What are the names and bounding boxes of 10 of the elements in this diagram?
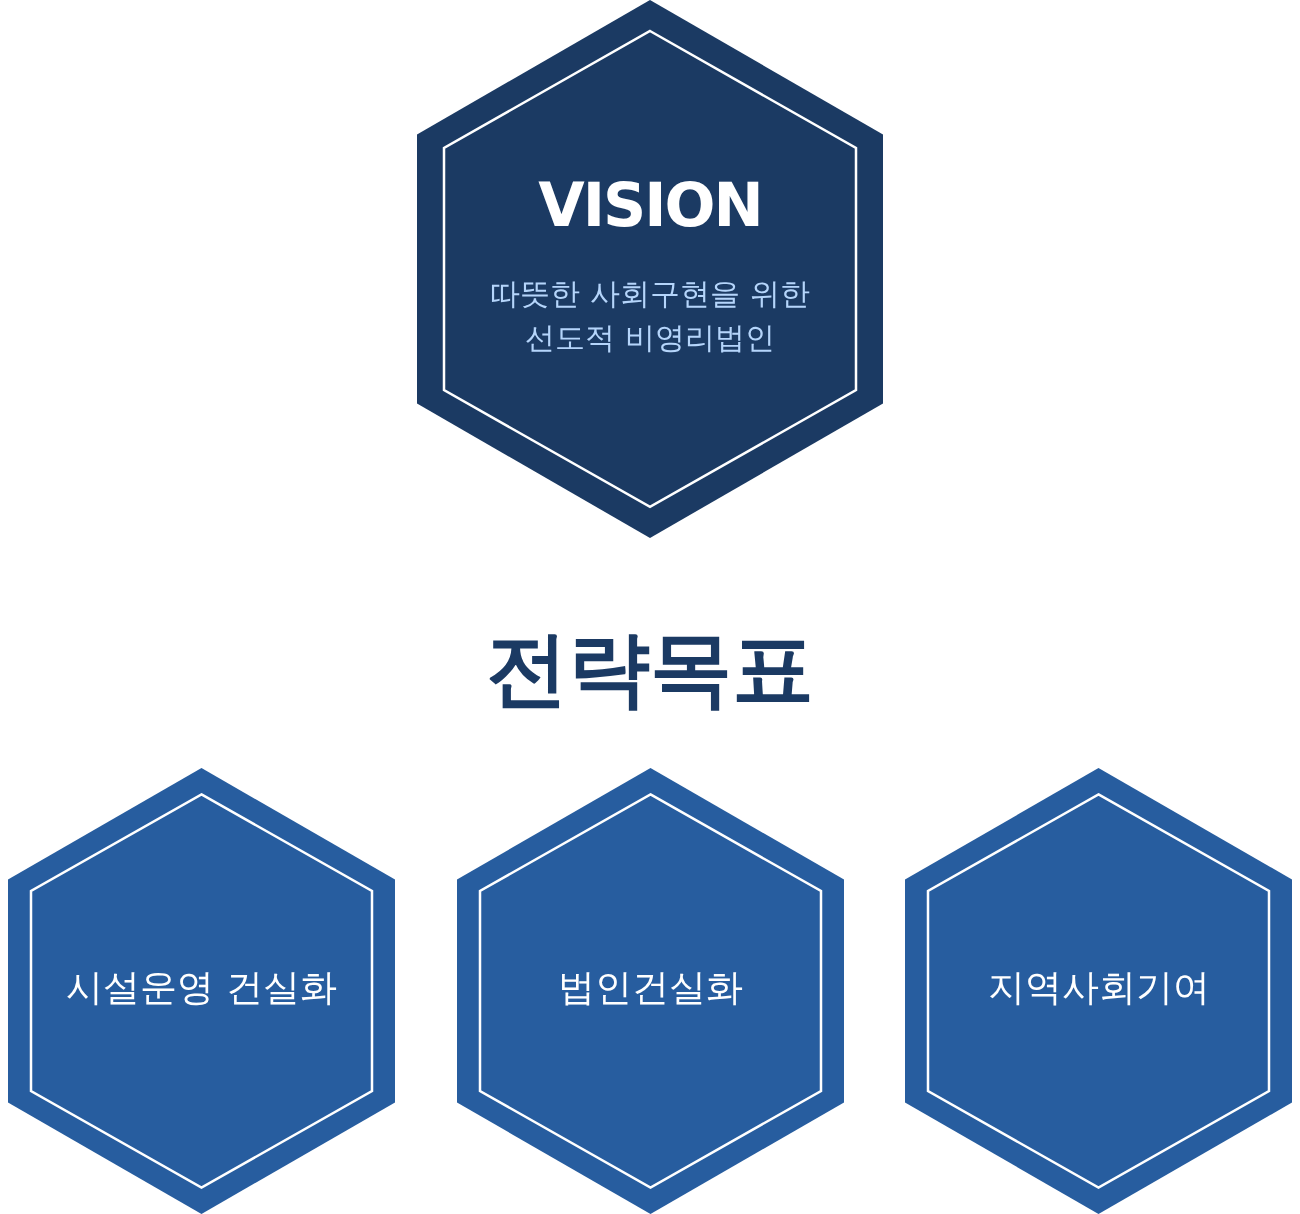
hexagon	[457, 768, 844, 1214]
section-heading: 전략목표	[485, 620, 815, 718]
goal-label: 법인건실화	[557, 965, 744, 1011]
hexagon	[8, 768, 395, 1214]
vision-heading: VISION	[537, 170, 763, 240]
vision-statement: 따뜻한 사회구현을 위한 선도적 비영리법인	[489, 275, 811, 357]
goal-label: 시설운영 건실화	[65, 965, 338, 1011]
hexagon	[905, 768, 1292, 1214]
hexagon	[417, 0, 883, 538]
goal-label: 지역사회기여	[986, 965, 1211, 1011]
